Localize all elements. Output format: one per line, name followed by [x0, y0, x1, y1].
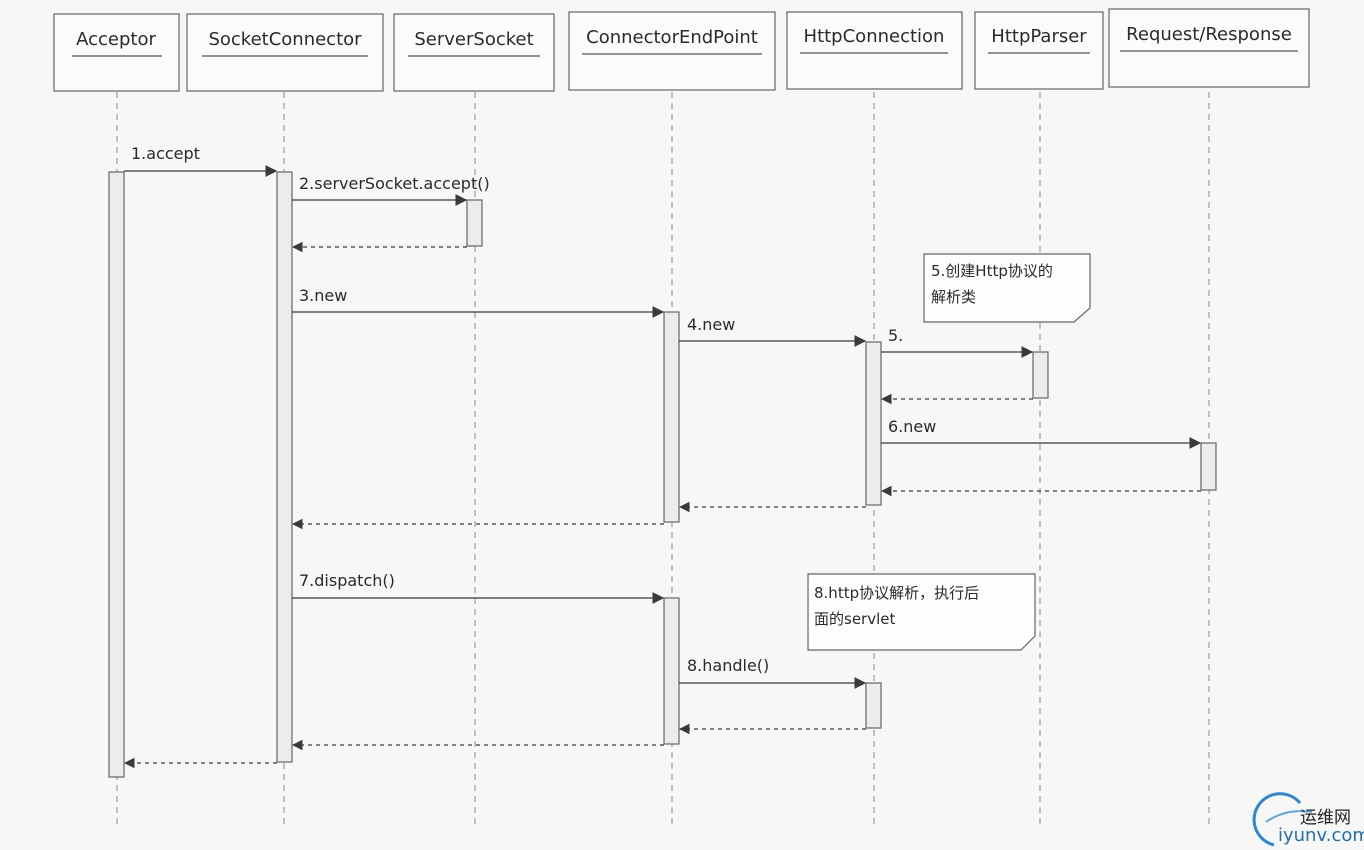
actor-httpconnection: HttpConnection [786, 11, 963, 90]
actor-label: HttpConnection [804, 26, 945, 47]
actor-acceptor: Acceptor [53, 13, 180, 92]
watermark-cn: 运维网 [1300, 808, 1351, 828]
activation-socketconnector [276, 171, 293, 763]
watermark-en: iyunv.com [1278, 825, 1364, 846]
actor-socketconnector: SocketConnector [186, 13, 384, 92]
actor-requestresponse: Request/Response [1108, 8, 1310, 88]
message-label-new-endpoint: 3.new [299, 286, 347, 305]
actor-label: Request/Response [1126, 24, 1292, 45]
actor-label: ServerSocket [414, 29, 533, 50]
actor-connectorendpoint: ConnectorEndPoint [568, 11, 776, 91]
note-http-parsing: 8.http协议解析，执行后 面的servlet [807, 573, 1036, 651]
logo-swoosh-icon [1265, 810, 1313, 823]
activation-serversocket [466, 199, 483, 247]
activation-httpconnection-2 [865, 682, 882, 729]
logo-arc-icon [1252, 792, 1302, 847]
note-line: 8.http协议解析，执行后 [814, 584, 979, 602]
activation-acceptor [108, 171, 125, 778]
message-label-new-request: 6.new [888, 417, 936, 436]
actor-label: Acceptor [76, 29, 156, 50]
message-label-accept: 1.accept [131, 144, 200, 163]
actor-httpparser: HttpParser [974, 11, 1104, 90]
message-label-dispatch: 7.dispatch() [299, 571, 395, 590]
activation-httpconnection-1 [865, 341, 882, 506]
message-label-handle: 8.handle() [687, 656, 769, 675]
message-label-serversocket-accept: 2.serverSocket.accept() [299, 174, 490, 193]
activation-connectorendpoint-2 [663, 597, 680, 745]
actor-label: SocketConnector [208, 29, 362, 50]
note-line: 解析类 [931, 288, 976, 306]
note-parser-creation: 5.创建Http协议的 解析类 [923, 253, 1091, 323]
watermark-logo: 运维网 iyunv.com [1252, 792, 1364, 847]
activation-connectorendpoint-1 [663, 311, 680, 523]
activation-requestresponse [1200, 442, 1217, 491]
actor-label: HttpParser [991, 26, 1087, 47]
note-line: 面的servlet [814, 610, 895, 628]
actor-label: ConnectorEndPoint [586, 27, 758, 48]
note-line: 5.创建Http协议的 [931, 262, 1053, 280]
actor-serversocket: ServerSocket [393, 13, 555, 92]
message-label-httpparser: 5. [888, 326, 903, 345]
message-label-new-httpconnection: 4.new [687, 315, 735, 334]
activation-httpparser [1032, 351, 1049, 399]
